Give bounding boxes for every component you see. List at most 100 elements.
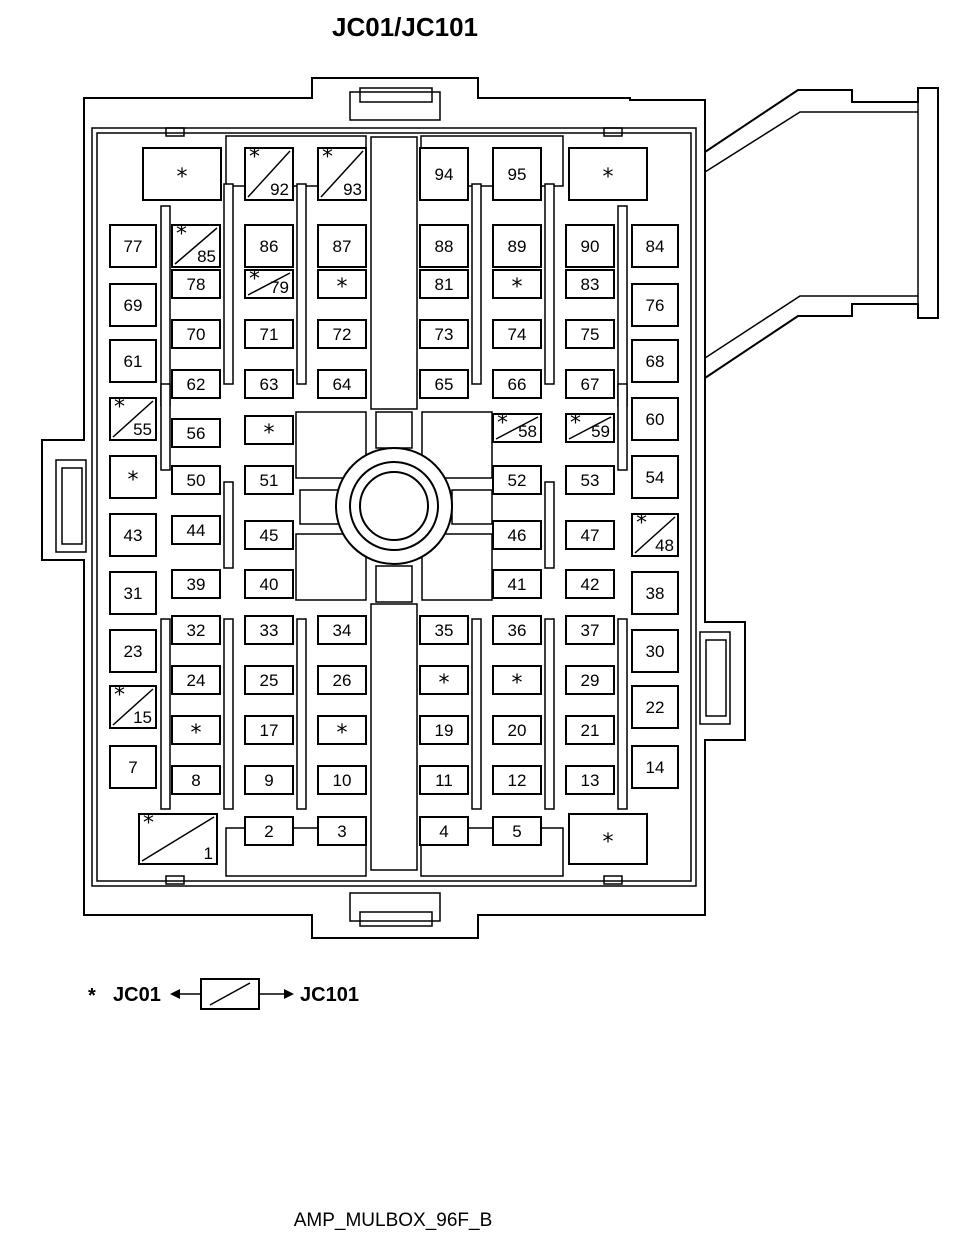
pin-cell: *: [142, 147, 222, 201]
pin-cell: 22: [631, 685, 679, 729]
jc01-star-icon: *: [114, 395, 125, 420]
pin-number: 78: [187, 275, 206, 294]
connector-housing: [41, 77, 939, 939]
pin-cell: 25: [244, 665, 294, 695]
pin-cell: 19: [419, 715, 469, 745]
pin-number: 44: [187, 521, 206, 540]
pin-cell: 33: [244, 615, 294, 645]
pin-cell: *15: [109, 683, 157, 729]
pin-number: 48: [655, 536, 674, 555]
pin-cell: 3: [317, 816, 367, 846]
pin-number: 94: [435, 165, 454, 184]
pin-number: 53: [581, 471, 600, 490]
pin-number: 26: [333, 671, 352, 690]
pin-number: 74: [508, 325, 527, 344]
pin-cell: 41: [492, 569, 542, 599]
pin-star-label: *: [439, 671, 450, 696]
pin-number: 9: [264, 771, 273, 790]
pin-cell: 66: [492, 369, 542, 399]
pin-number: 46: [508, 526, 527, 545]
pin-cell: 52: [492, 465, 542, 495]
pin-cell: 38: [631, 571, 679, 615]
pin-cell: 44: [171, 515, 221, 545]
pin-cell: 5: [492, 816, 542, 846]
pin-cell: 78: [171, 269, 221, 299]
pin-cell: 8: [171, 765, 221, 795]
pin-cell: 61: [109, 339, 157, 383]
pin-cell: 10: [317, 765, 367, 795]
pin-number: 60: [646, 410, 665, 429]
pin-number: 77: [124, 237, 143, 256]
pin-cell: 12: [492, 765, 542, 795]
pin-cell: *: [492, 269, 542, 300]
pin-cell: 11: [419, 765, 469, 795]
pin-number: 90: [581, 237, 600, 256]
pin-cell: *1: [138, 811, 218, 865]
pin-star-label: *: [128, 468, 139, 493]
pin-cell: *79: [244, 267, 294, 299]
pin-number: 32: [187, 621, 206, 640]
jc01-star-icon: *: [322, 145, 333, 170]
pin-cell: 64: [317, 369, 367, 399]
pin-separators: [160, 183, 628, 810]
legend-left-label: JC01: [113, 984, 161, 1006]
pin-cell: *92: [244, 145, 294, 201]
pin-cell: *: [317, 269, 367, 300]
pin-number: 58: [518, 422, 537, 441]
pin-cell: 2: [244, 816, 294, 846]
pin-number: 17: [260, 721, 279, 740]
pin-number: 68: [646, 352, 665, 371]
pin-number: 93: [343, 180, 362, 199]
pin-cell: 54: [631, 455, 679, 499]
jc01-star-icon: *: [143, 811, 154, 836]
pin-number: 13: [581, 771, 600, 790]
pin-cell: 42: [565, 569, 615, 599]
pin-number: 55: [133, 420, 152, 439]
separator-bar: [223, 618, 234, 810]
pin-cell: 95: [492, 147, 542, 201]
pin-cell: *: [419, 665, 469, 696]
separator-bar: [471, 183, 482, 385]
pin-number: 8: [191, 771, 200, 790]
pin-number: 7: [128, 758, 137, 777]
pin-number: 85: [197, 247, 216, 266]
pin-cell: 21: [565, 715, 615, 745]
pin-number: 12: [508, 771, 527, 790]
pin-cell: 43: [109, 513, 157, 557]
pin-star-label: *: [264, 421, 275, 446]
separator-bar: [544, 481, 555, 569]
pin-cell: 76: [631, 283, 679, 327]
pin-number: 75: [581, 325, 600, 344]
pin-cell: 65: [419, 369, 469, 399]
pin-number: 92: [270, 180, 289, 199]
diagram-title: JC01/JC101: [332, 12, 478, 42]
jc01-star-icon: *: [176, 222, 187, 247]
pin-cell: *: [568, 813, 648, 865]
pin-number: 70: [187, 325, 206, 344]
pin-number: 22: [646, 698, 665, 717]
pin-cell: 7: [109, 745, 157, 789]
separator-bar: [296, 183, 307, 385]
pin-number: 14: [646, 758, 665, 777]
pin-number: 89: [508, 237, 527, 256]
pin-number: 34: [333, 621, 352, 640]
pin-cell: 70: [171, 319, 221, 349]
connector-code: AMP_MULBOX_96F_B: [294, 1210, 493, 1231]
pin-number: 72: [333, 325, 352, 344]
pin-number: 86: [260, 237, 279, 256]
pin-number: 36: [508, 621, 527, 640]
pin-number: 42: [581, 575, 600, 594]
pin-number: 76: [646, 296, 665, 315]
pin-number: 5: [512, 822, 521, 841]
pin-number: 4: [439, 822, 448, 841]
pin-cell: 40: [244, 569, 294, 599]
pin-cell: 47: [565, 520, 615, 550]
pin-cell: *: [317, 715, 367, 746]
separator-bar: [296, 618, 307, 810]
pin-number: 52: [508, 471, 527, 490]
pin-number: 1: [204, 844, 213, 863]
pin-star-label: *: [603, 165, 614, 190]
pin-number: 3: [337, 822, 346, 841]
pin-number: 19: [435, 721, 454, 740]
